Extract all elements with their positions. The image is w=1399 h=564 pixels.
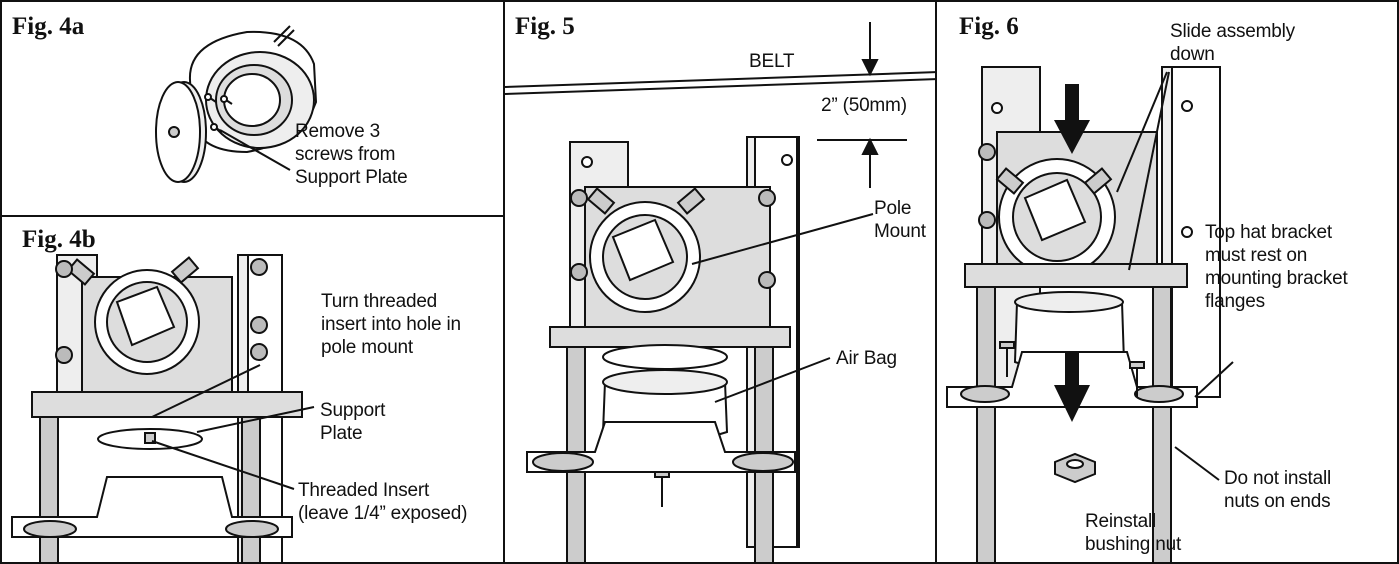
figure-4b-title: Fig. 4b — [22, 226, 96, 253]
reinstall-nut-label: Reinstall bushing nut — [1085, 511, 1182, 555]
figure-4a-title: Fig. 4a — [12, 13, 85, 40]
figure-5-title: Fig. 5 — [515, 13, 575, 40]
slide-assembly-drawing — [946, 66, 1234, 562]
gap-dimension-label: 2” (50mm) — [821, 95, 907, 116]
figure-4a-panel: Fig. 4a Remove 3 screws from Support Pla… — [0, 0, 505, 217]
pole-mount-support-plate-drawing — [11, 254, 315, 562]
figure-6-title: Fig. 6 — [959, 13, 1019, 40]
air-bag-exploded-drawing — [155, 25, 318, 183]
slide-assembly-label: Slide assembly down — [1170, 21, 1295, 65]
threaded-insert-label: Threaded Insert (leave 1/4” exposed) — [298, 480, 468, 524]
air-bag-clearance-drawing — [505, 22, 935, 562]
belt-label: BELT — [749, 51, 795, 72]
figure-6-panel: Fig. 6 — [935, 0, 1399, 564]
no-nuts-label: Do not install nuts on ends — [1224, 468, 1332, 512]
pole-mount-label: Pole Mount — [874, 198, 926, 242]
turn-insert-label: Turn threaded insert into hole in pole m… — [321, 291, 461, 358]
figure-4b-panel: Fig. 4b — [0, 215, 505, 564]
remove-screws-label: Remove 3 screws from Support Plate — [295, 121, 408, 188]
support-plate-label: Support Plate — [320, 400, 386, 444]
air-bag-label: Air Bag — [836, 348, 897, 369]
top-hat-bracket-label: Top hat bracket must rest on mounting br… — [1205, 222, 1348, 312]
figure-5-panel: Fig. 5 — [503, 0, 937, 564]
